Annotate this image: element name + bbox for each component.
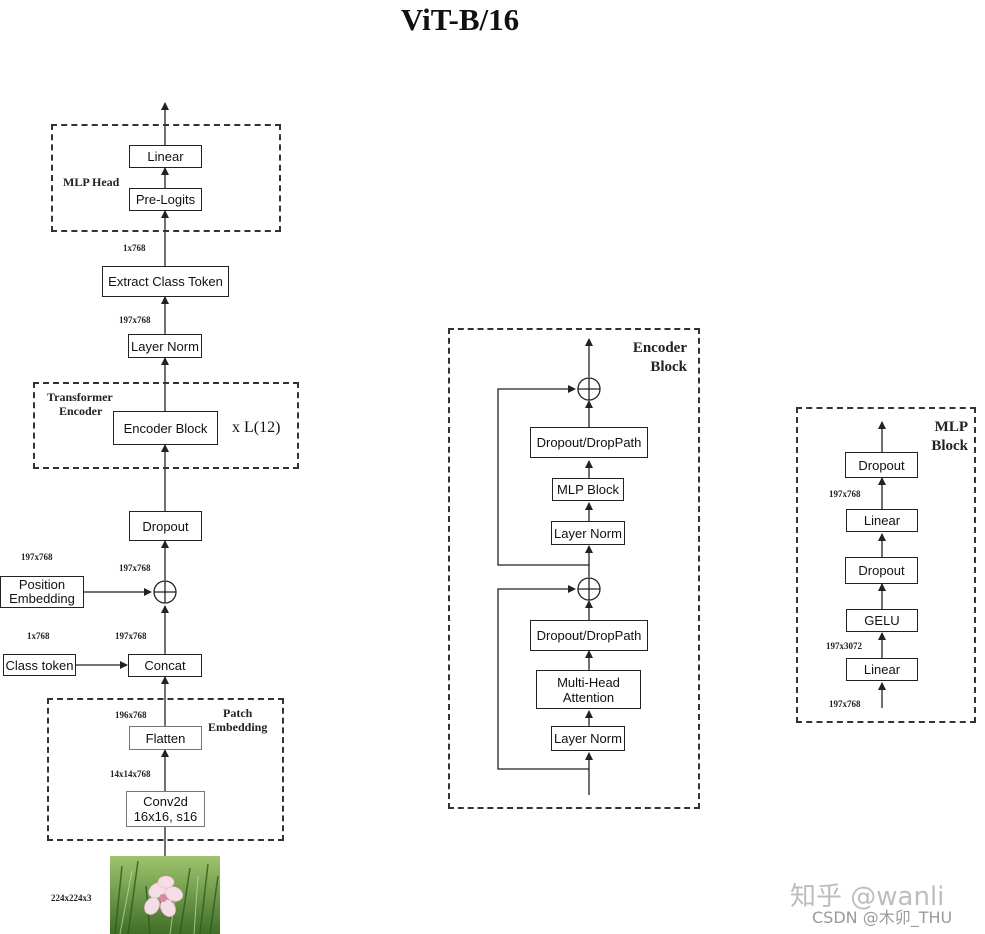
conv2d-line2: 16x16, s16 bbox=[133, 809, 198, 824]
encoder-block-label: Encoder Block bbox=[612, 339, 687, 377]
enc-mlp-block-box: MLP Block bbox=[552, 478, 624, 501]
dim-label: 14x14x768 bbox=[110, 769, 151, 779]
linear-box: Linear bbox=[129, 145, 202, 168]
conv2d-line1: Conv2d bbox=[143, 794, 188, 809]
dim-label: 197x3072 bbox=[826, 641, 862, 651]
extract-class-token-box: Extract Class Token bbox=[102, 266, 229, 297]
mlp-linear-bottom-box: Linear bbox=[846, 658, 918, 681]
dim-label: 197x768 bbox=[829, 699, 861, 709]
mlp-dropout-top-box: Dropout bbox=[845, 452, 918, 478]
mlp-head-frame bbox=[51, 124, 281, 232]
transformer-encoder-frame bbox=[33, 382, 299, 469]
transformer-encoder-label: Transformer Encoder bbox=[47, 390, 113, 418]
patch-embedding-label: Patch Embedding bbox=[208, 706, 267, 734]
position-embedding-box: Position Embedding bbox=[0, 576, 84, 608]
dim-label: 197x768 bbox=[115, 631, 147, 641]
mlp-label-line1: MLP bbox=[934, 419, 968, 435]
position-embedding-line1: Position bbox=[18, 577, 66, 592]
patch-label-line2: Embedding bbox=[208, 720, 268, 734]
patch-embedding-frame bbox=[47, 698, 284, 841]
mlp-label-line2: Block bbox=[931, 438, 968, 454]
enc-dropout-droppath-top-box: Dropout/DropPath bbox=[530, 427, 648, 458]
class-token-box: Class token bbox=[3, 654, 76, 676]
repeat-count-label: x L(12) bbox=[232, 419, 281, 436]
watermark-zhihu: 知乎 @wanli bbox=[790, 882, 945, 912]
encoder-block-frame bbox=[448, 328, 700, 809]
dim-label: 224x224x3 bbox=[51, 893, 92, 903]
dim-label: 197x768 bbox=[829, 489, 861, 499]
mlp-block-label: MLP Block bbox=[905, 418, 968, 456]
input-flower-image bbox=[110, 856, 220, 934]
conv2d-box: Conv2d 16x16, s16 bbox=[126, 791, 205, 827]
mlp-gelu-box: GELU bbox=[846, 609, 918, 632]
position-embedding-line2: Embedding bbox=[9, 591, 75, 606]
mlp-dropout-mid-box: Dropout bbox=[845, 557, 918, 584]
dim-label: 197x768 bbox=[119, 563, 151, 573]
flatten-box: Flatten bbox=[129, 726, 202, 750]
dropout-box: Dropout bbox=[129, 511, 202, 541]
mha-line1: Multi-Head bbox=[557, 674, 620, 690]
dim-label: 197x768 bbox=[119, 315, 151, 325]
dim-label: 197x768 bbox=[21, 552, 53, 562]
encoder-label-line2: Block bbox=[650, 359, 687, 375]
enc-multi-head-attention-box: Multi-Head Attention bbox=[536, 670, 641, 709]
mha-line2: Attention bbox=[562, 689, 615, 705]
enc-layer-norm-top-box: Layer Norm bbox=[551, 521, 625, 545]
dim-label: 1x768 bbox=[27, 631, 50, 641]
diagram-title: ViT-B/16 bbox=[400, 2, 520, 37]
enc-layer-norm-bottom-box: Layer Norm bbox=[551, 726, 625, 751]
concat-box: Concat bbox=[128, 654, 202, 677]
dim-label: 1x768 bbox=[123, 243, 146, 253]
mlp-block-frame bbox=[796, 407, 976, 723]
transformer-label-line2: Encoder bbox=[59, 404, 103, 418]
mlp-linear-top-box: Linear bbox=[846, 509, 918, 532]
watermark-csdn: CSDN @木卯_THU bbox=[812, 908, 953, 927]
enc-dropout-droppath-bottom-box: Dropout/DropPath bbox=[530, 620, 648, 651]
layer-norm-box: Layer Norm bbox=[128, 334, 202, 358]
encoder-block-box: Encoder Block bbox=[113, 411, 218, 445]
pre-logits-box: Pre-Logits bbox=[129, 188, 202, 211]
transformer-label-line1: Transformer bbox=[47, 390, 113, 404]
encoder-label-line1: Encoder bbox=[632, 340, 687, 356]
dim-label: 196x768 bbox=[115, 710, 147, 720]
mlp-head-label: MLP Head bbox=[63, 175, 120, 189]
patch-label-line1: Patch bbox=[223, 706, 253, 720]
